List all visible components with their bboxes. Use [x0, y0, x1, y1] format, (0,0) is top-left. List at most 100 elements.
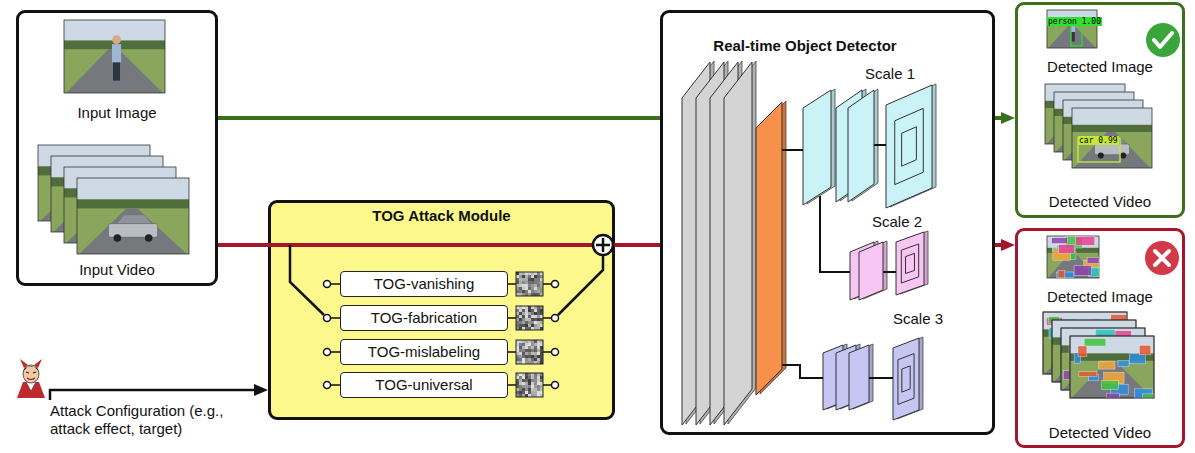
adversarial-box	[1106, 322, 1113, 332]
perturbation-pixel	[528, 275, 531, 278]
adversarial-box	[1111, 376, 1128, 382]
attack-path-line	[268, 243, 615, 247]
perturbation-pixel	[516, 379, 519, 382]
perturbation-pixel	[540, 385, 543, 388]
adversarial-box	[1097, 334, 1116, 340]
perturbation-pixel	[522, 275, 525, 278]
perturbation-pixel	[531, 394, 534, 397]
photo-sky	[64, 167, 176, 243]
adversarial-box	[1076, 342, 1089, 349]
adversarial-box	[1111, 315, 1127, 322]
adversarial-box	[1105, 350, 1124, 355]
adversarial-box	[1067, 251, 1076, 260]
feature-map-side	[827, 344, 847, 409]
photo-sky	[1052, 320, 1136, 382]
network-wire	[820, 196, 850, 272]
perturbation-pixel	[540, 355, 543, 358]
photo-trees	[1047, 248, 1099, 254]
perturbation-pixel	[525, 394, 528, 397]
photo-road	[1047, 108, 1124, 144]
photo-sky	[1070, 336, 1154, 398]
perturbation-pixel	[519, 352, 522, 355]
adversarial-box	[1114, 335, 1130, 345]
perturbation-pixel	[525, 278, 528, 281]
perturbation-pixel	[525, 352, 528, 355]
attack-option: TOG-universal	[340, 372, 508, 398]
perturbation-pixel	[540, 324, 543, 327]
perturbation-base	[516, 373, 543, 397]
feature-map-side	[714, 61, 742, 424]
feature-map	[886, 85, 932, 208]
perturbation-frame	[516, 272, 543, 296]
perturbation-pixel	[525, 290, 528, 293]
adversarial-box	[1116, 347, 1135, 358]
perturbation-pixel	[540, 376, 543, 379]
photo-trees	[1070, 353, 1154, 362]
perturbation-pixel	[537, 361, 540, 364]
perturbation-pixel	[522, 272, 525, 275]
adversarial-box	[1105, 373, 1124, 378]
perturbation-pixel	[528, 278, 531, 281]
perturbation-pixel	[522, 343, 525, 346]
detection-grid	[898, 354, 914, 405]
switch-contact	[552, 281, 559, 288]
photo-trees	[1043, 329, 1127, 338]
perturbation-pixel	[534, 278, 537, 281]
perturbation-pixel	[525, 346, 528, 349]
photo-frame	[1043, 312, 1127, 374]
feature-map	[756, 102, 782, 395]
switch-contact	[552, 382, 559, 389]
perturbation-pixel	[531, 388, 534, 391]
photo-road	[1054, 345, 1135, 382]
photo-grass	[1061, 353, 1145, 390]
text-slot: Attack Configuration (e.g., attack effec…	[50, 402, 255, 438]
perturbation-pixel	[516, 278, 519, 281]
perturbation-pixel	[522, 327, 525, 330]
perturbation-pixel	[528, 388, 531, 391]
detection-grid	[906, 253, 915, 273]
photo-car-roof	[117, 215, 151, 223]
detection-grid	[902, 127, 917, 166]
perturbation-pixel	[540, 306, 543, 309]
perturbation-pixel	[540, 275, 543, 278]
perturbation-pixel	[516, 293, 519, 296]
feature-map-side	[700, 61, 728, 424]
feature-map	[848, 90, 874, 202]
adversarial-box	[1101, 369, 1121, 380]
perturbation-pixel	[519, 287, 522, 290]
perturbation-pixel	[534, 382, 537, 385]
text-slot: TOG-mislabeling	[341, 340, 507, 364]
perturbation-pixel	[519, 278, 522, 281]
adversarial-box	[1112, 337, 1122, 346]
photo-grass	[1045, 108, 1125, 144]
adversarial-box	[1118, 357, 1127, 367]
photo-road	[1063, 353, 1144, 390]
perturbation-pixel	[522, 287, 525, 290]
perturbation-pixel	[525, 327, 528, 330]
perturbation-pixel	[531, 290, 534, 293]
photo-grass	[1052, 345, 1136, 382]
perturbation-pixel	[540, 284, 543, 287]
photo-grass	[1047, 253, 1099, 278]
adversarial-box	[1087, 257, 1099, 263]
perturbation-pixel	[537, 358, 540, 361]
photo-grass	[51, 186, 163, 232]
photo-frame	[1047, 10, 1097, 48]
perturbation-pixel	[528, 340, 531, 343]
perturbation-pixel	[537, 355, 540, 358]
perturbation-pixel	[525, 343, 528, 346]
perturbation-pixel	[516, 391, 519, 394]
perturbation-pixel	[528, 346, 531, 349]
perturbation-pixel	[540, 321, 543, 324]
feature-map-side	[728, 61, 756, 424]
perturbation-pixel	[537, 343, 540, 346]
node-label: Input Image	[77, 104, 156, 121]
attack-option: TOG-fabrication	[340, 305, 508, 331]
illustration-group	[17, 359, 45, 398]
node-label: Detected Video	[1049, 193, 1151, 210]
adversarial-box	[1078, 357, 1098, 366]
perturbation-pixel	[534, 379, 537, 382]
attacker-horn	[20, 359, 28, 368]
perturbation-pixel	[519, 388, 522, 391]
perturbation-pixel	[522, 349, 525, 352]
